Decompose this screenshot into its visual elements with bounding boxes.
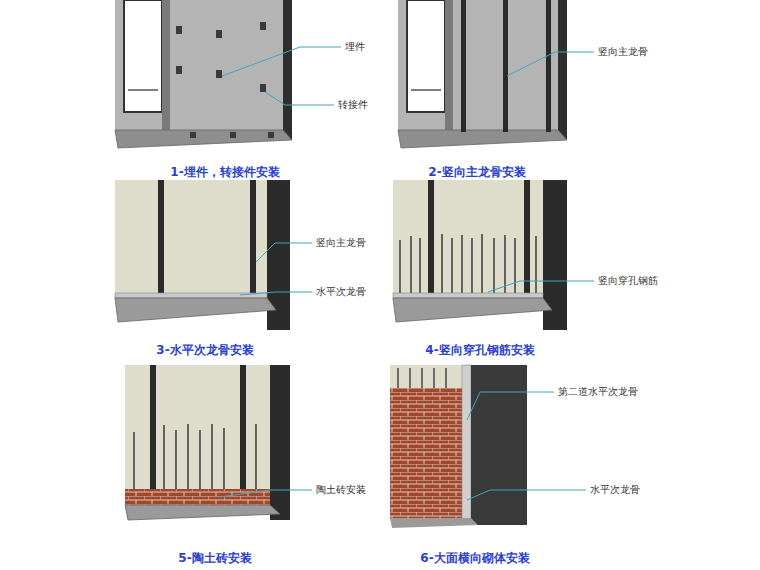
panel-embeds-part <box>115 0 283 130</box>
panel-main-keel-part-part <box>461 0 466 132</box>
panel-secondary-keel-part-part <box>250 180 256 298</box>
panel-embeds-part-part <box>260 22 266 30</box>
panel-embeds-part <box>124 0 162 112</box>
panel-main-keel-part <box>398 0 558 130</box>
panel-wall-part <box>390 388 462 518</box>
panel-secondary-keel-part <box>115 293 267 298</box>
panel-rebar-part <box>400 234 536 296</box>
panel-embeds-part <box>283 0 292 140</box>
part-label: 第二道水平次龙骨 <box>558 386 638 398</box>
panel-rebar-part <box>393 293 543 298</box>
panel-embeds-part-part <box>176 66 182 74</box>
step-caption: 2-竖向主龙骨安装 <box>428 165 525 179</box>
panel-main-keel-part <box>411 89 441 91</box>
leader-line-part <box>222 47 341 76</box>
panel-embeds-part <box>176 22 274 138</box>
panel-embeds-part-part <box>216 70 222 78</box>
panel-wall <box>390 365 527 528</box>
step-caption: 5-陶土砖安装 <box>178 551 251 565</box>
panel-main-keel-part <box>445 0 453 130</box>
step-caption: 1-埋件，转接件安装 <box>170 165 279 179</box>
panel-embeds-part <box>162 0 170 130</box>
panel-wall-part <box>390 518 478 528</box>
part-label: 转接件 <box>338 99 368 111</box>
panel-rebar-part-part <box>428 180 434 298</box>
panel-secondary-keel <box>115 180 290 330</box>
panel-main-keel-part <box>461 0 551 132</box>
leader-line-part <box>488 281 594 292</box>
panel-secondary-keel-part <box>115 180 267 298</box>
panel-main-keel-part <box>558 0 567 140</box>
step-caption: 3-水平次龙骨安装 <box>156 343 253 357</box>
panel-rebar-part-part <box>524 180 530 298</box>
leader-line-part <box>220 490 312 497</box>
panel-clay-brick-part <box>270 365 290 520</box>
panel-embeds-part <box>128 89 158 91</box>
part-label: 陶土砖安装 <box>316 484 366 496</box>
panel-embeds-part-part <box>260 84 266 92</box>
panel-clay-brick-part <box>125 365 270 505</box>
leader-line-part <box>467 490 586 500</box>
panel-wall-part <box>462 365 471 520</box>
leader-line <box>220 47 594 500</box>
panel-wall-part <box>471 365 527 525</box>
panel-embeds-part-part <box>230 132 236 138</box>
leader-line-part <box>240 292 312 295</box>
panel-main-keel-part-part <box>503 0 508 132</box>
panel-wall-part <box>398 368 446 390</box>
panel-rebar-part <box>393 298 552 322</box>
panel-embeds <box>115 0 292 148</box>
panel-clay-brick-part <box>134 424 256 490</box>
panel-embeds-part <box>115 130 292 148</box>
step-caption: 6-大面横向砌体安装 <box>420 551 529 565</box>
panel-clay-brick-part <box>125 505 280 520</box>
part-label: 水平次龙骨 <box>316 286 366 298</box>
panel-rebar-part <box>393 180 543 298</box>
part-label: 埋件 <box>345 41 365 53</box>
panel-secondary-keel-part <box>158 180 256 298</box>
panel-rebar <box>393 180 567 330</box>
panel-embeds-part-part <box>176 26 182 34</box>
panel-embeds-part-part <box>216 30 222 38</box>
panel-main-keel-part <box>398 130 567 148</box>
panel-clay-brick-part-part <box>150 365 156 490</box>
part-label: 竖向主龙骨 <box>598 46 648 58</box>
leader-line-part <box>256 243 312 262</box>
panel-clay-brick-part <box>125 489 270 505</box>
panel-clay-brick <box>125 365 290 520</box>
part-label: 竖向主龙骨 <box>316 237 366 249</box>
panel-secondary-keel-part-part <box>158 180 164 298</box>
step-caption: 4-竖向穿孔钢筋安装 <box>425 343 534 357</box>
panel-clay-brick-part-part <box>240 365 246 490</box>
panel-main-keel <box>398 0 567 148</box>
panel-secondary-keel-part <box>115 298 276 322</box>
panel-main-keel-part <box>407 0 445 112</box>
panel-main-keel-part-part <box>546 0 551 132</box>
panel-embeds-part-part <box>268 132 274 138</box>
leader-line-part <box>507 52 594 76</box>
panel-wall-part <box>390 365 462 390</box>
part-label: 竖向穿孔钢筋 <box>598 275 658 287</box>
leader-line-part <box>467 392 554 420</box>
panel-embeds-part-part <box>190 132 196 138</box>
leader-line-part <box>265 92 334 105</box>
part-label: 水平次龙骨 <box>590 484 640 496</box>
